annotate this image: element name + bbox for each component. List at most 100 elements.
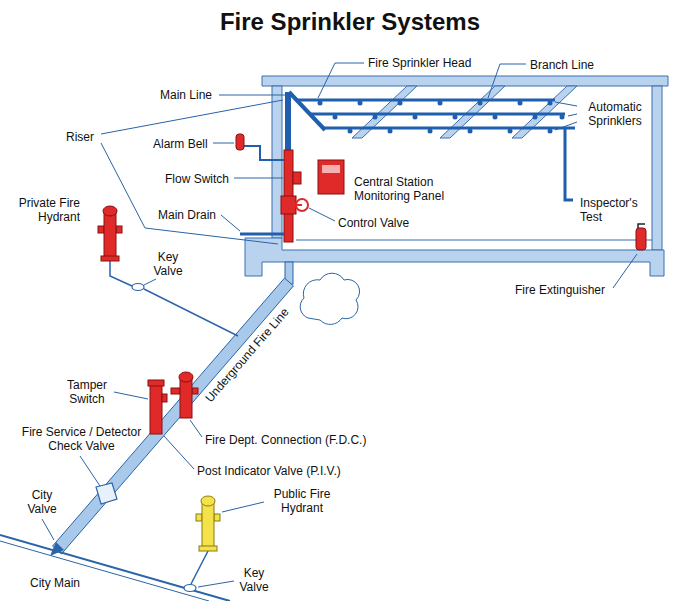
key-valve [184,585,196,592]
underground-pipe [53,278,294,554]
branch-line-pipe [323,127,575,130]
check-valve [96,483,117,504]
alarm-pipe [244,146,284,160]
sprinkler-head [358,101,363,106]
floor-slab [245,238,664,276]
sprinkler-head [453,115,458,120]
hydrant-nozzle [98,226,104,233]
leader-line [222,502,264,512]
leader-line [488,64,526,98]
inspector-test-pipe [565,128,573,200]
hydrant-base [199,546,217,551]
sprinkler-head [548,101,553,106]
part-label: Branch Line [530,58,594,72]
flow-switch [293,172,301,184]
leader-line [114,392,148,399]
leader-line [555,102,577,106]
part-label: Private Fire Hydrant [12,196,80,224]
leader-line [80,456,100,486]
branch-line-pipe [296,99,555,102]
leader-line [219,95,285,96]
fdc-inlet [192,388,198,394]
valve-wheel [296,199,308,211]
back-wall-line [296,240,652,241]
part-label: Key Valve [150,250,186,278]
part-label: Underground Fire Line [202,305,291,405]
private-hydrant [104,212,116,258]
sprinkler-head [508,129,513,134]
diagram-title: Fire Sprinkler Systems [0,8,700,36]
sprinkler-head [348,129,353,134]
leader-lines [42,63,637,587]
monitoring-panel [318,160,344,194]
sprinkler-head [413,115,418,120]
leader-line [613,254,637,288]
leader-line [198,581,234,587]
valve-cap [148,380,164,386]
hydrant-cap [103,206,117,216]
sprinkler-head [518,101,523,106]
hydrant-nozzle [116,226,122,233]
sprinkler-head [373,115,378,120]
fdc-cap [179,372,193,382]
roof-truss [512,86,577,138]
hydrant-pipe [144,289,238,336]
hydrant-cap [201,496,215,506]
leader-line [309,208,335,221]
branch-line-pipe [310,113,565,116]
roof-beam [262,76,668,86]
leader-line [213,143,234,144]
fdc-inlet [171,388,180,394]
leader-line [101,100,283,134]
part-label: Main Drain [158,208,216,222]
leader-line [190,420,202,437]
leader-line [101,143,278,244]
hydrant-pipe [110,261,132,286]
city-main-pipe [0,541,209,601]
control-valve [281,196,296,214]
sprinkler-head [438,101,443,106]
hydrant-pipe [191,551,208,584]
right-post [652,86,662,250]
hydrant-nozzle [214,514,220,521]
leader-line [318,63,364,98]
part-label: Inspector's Test [580,196,646,224]
extinguisher-nozzle [638,224,645,228]
sprinkler-head [388,129,393,134]
main-line-pipe [289,92,325,130]
roof-truss [352,86,417,138]
part-label: Post Indicator Valve (P.I.V.) [197,464,341,478]
sprinkler-head [318,101,323,106]
hydrant-base [101,256,119,261]
city-main-pipe [0,535,230,601]
leader-line [568,114,577,116]
part-label: City Valve [24,488,60,516]
fire-extinguisher [636,228,646,250]
part-label: Tamper Switch [62,378,112,406]
part-label: Automatic Sprinklers [580,100,650,128]
part-label: Riser [66,130,94,144]
sprinkler-head [560,115,565,120]
part-label: Fire Service / Detector Check Valve [14,425,149,453]
post-indicator-valve [150,384,162,434]
left-post [272,86,282,238]
sprinkler-head [468,129,473,134]
sprinkler-head [428,129,433,134]
tamper-switch [162,394,167,402]
main-drain-pipe [240,233,284,236]
part-label: Fire Sprinkler Head [368,56,471,70]
part-label: Control Valve [338,216,409,230]
part-label: Key Valve [236,566,272,594]
part-label: Main Line [160,88,212,102]
panel-display [322,165,340,173]
part-label: Fire Extinguisher [515,283,605,297]
part-label: Alarm Bell [153,137,208,151]
sprinkler-head [548,129,553,134]
part-label: Flow Switch [165,172,229,186]
sprinkler-head [533,115,538,120]
alarm-bell [236,134,244,150]
sprinkler-head [398,101,403,106]
leader-line [234,178,283,179]
